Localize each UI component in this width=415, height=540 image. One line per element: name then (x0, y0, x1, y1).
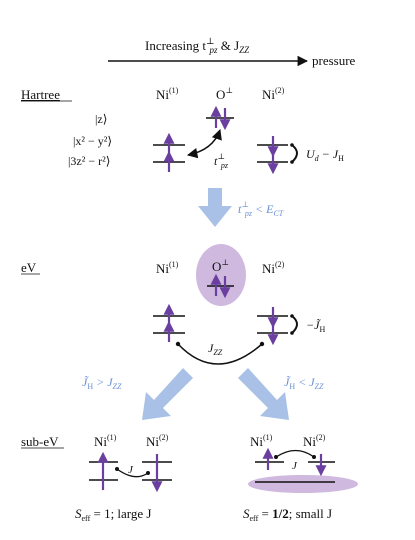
hartree-ni2-label: Ni(2) (262, 86, 285, 102)
left-branch-arrow (142, 368, 193, 420)
ev-jh-label: −J̃H (306, 318, 325, 334)
ud-bracket (291, 144, 298, 163)
jh-bracket (291, 315, 298, 334)
hartree-label: Hartree (21, 87, 60, 102)
subev-section: sub-eV Ni(1) Ni(2) J Seff = 1; large J N… (21, 433, 358, 523)
arc-dot (274, 455, 278, 459)
hartree-section: Hartree Ni(1) O⊥ Ni(2) |z⟩ |x² − y²⟩ |3z… (21, 86, 344, 175)
subev-left-ni2-label: Ni(2) (146, 433, 169, 449)
down-block-arrow (198, 188, 232, 227)
subev-left-ni1-label: Ni(1) (94, 433, 117, 449)
pressure-label: pressure (312, 53, 356, 68)
ev-ni2-label: Ni(2) (262, 260, 285, 276)
hopping-arrow (186, 129, 222, 159)
arc-dot (146, 471, 150, 475)
bracket-dot (290, 314, 294, 318)
subev-right-ni1-label: Ni(1) (250, 433, 273, 449)
tpz-ect-label: t⊥pz < ECT (238, 200, 284, 218)
bracket-dot (290, 331, 294, 335)
jzz-label: JZZ (208, 341, 223, 357)
transition-1: t⊥pz < ECT (198, 188, 284, 227)
right-j-arc (275, 449, 315, 458)
ev-section: eV Ni(1) Ni(2) O⊥ −J̃H JZZ (21, 244, 325, 365)
orbital-x2y2-label: |x² − y²⟩ (73, 134, 112, 148)
right-branch-label: J̃H < JZZ (284, 375, 324, 391)
left-j-arc (116, 468, 149, 478)
arc-dot (175, 341, 181, 347)
ev-o-label: O⊥ (212, 258, 229, 274)
hopping-label: t⊥pz (214, 152, 229, 170)
right-branch-arrow (238, 368, 289, 420)
left-branch-label: J̃H > JZZ (82, 375, 122, 391)
bonding-oval (248, 475, 358, 493)
ev-ni1-label: Ni(1) (156, 260, 179, 276)
bracket-dot (290, 160, 294, 164)
bracket-dot (290, 143, 294, 147)
oxygen-oval (196, 244, 246, 306)
hartree-o-label: O⊥ (216, 86, 233, 102)
arc-dot (115, 467, 119, 471)
branch-arrows: J̃H > JZZ J̃H < JZZ (82, 368, 324, 420)
subev-label: sub-eV (21, 434, 59, 449)
orbital-3z2r2-label: |3z² − r²⟩ (68, 154, 110, 168)
orbital-z-label: |z⟩ (95, 112, 107, 126)
left-j-label: J (128, 464, 134, 476)
ud-jh-label: Ud − JH (306, 147, 344, 163)
arc-dot (259, 341, 265, 347)
right-j-label: J (292, 460, 298, 472)
header: Increasing t⊥pz & JZZ pressure (108, 36, 356, 68)
left-result: Seff = 1; large J (75, 506, 151, 523)
arc-dot (312, 455, 316, 459)
ev-label: eV (21, 260, 37, 275)
jzz-arc (177, 343, 263, 365)
hartree-ni1-label: Ni(1) (156, 86, 179, 102)
subev-right-ni2-label: Ni(2) (303, 433, 326, 449)
right-result: Seff = 1/2; small J (243, 506, 332, 523)
increasing-label: Increasing t⊥pz & JZZ (145, 36, 250, 55)
